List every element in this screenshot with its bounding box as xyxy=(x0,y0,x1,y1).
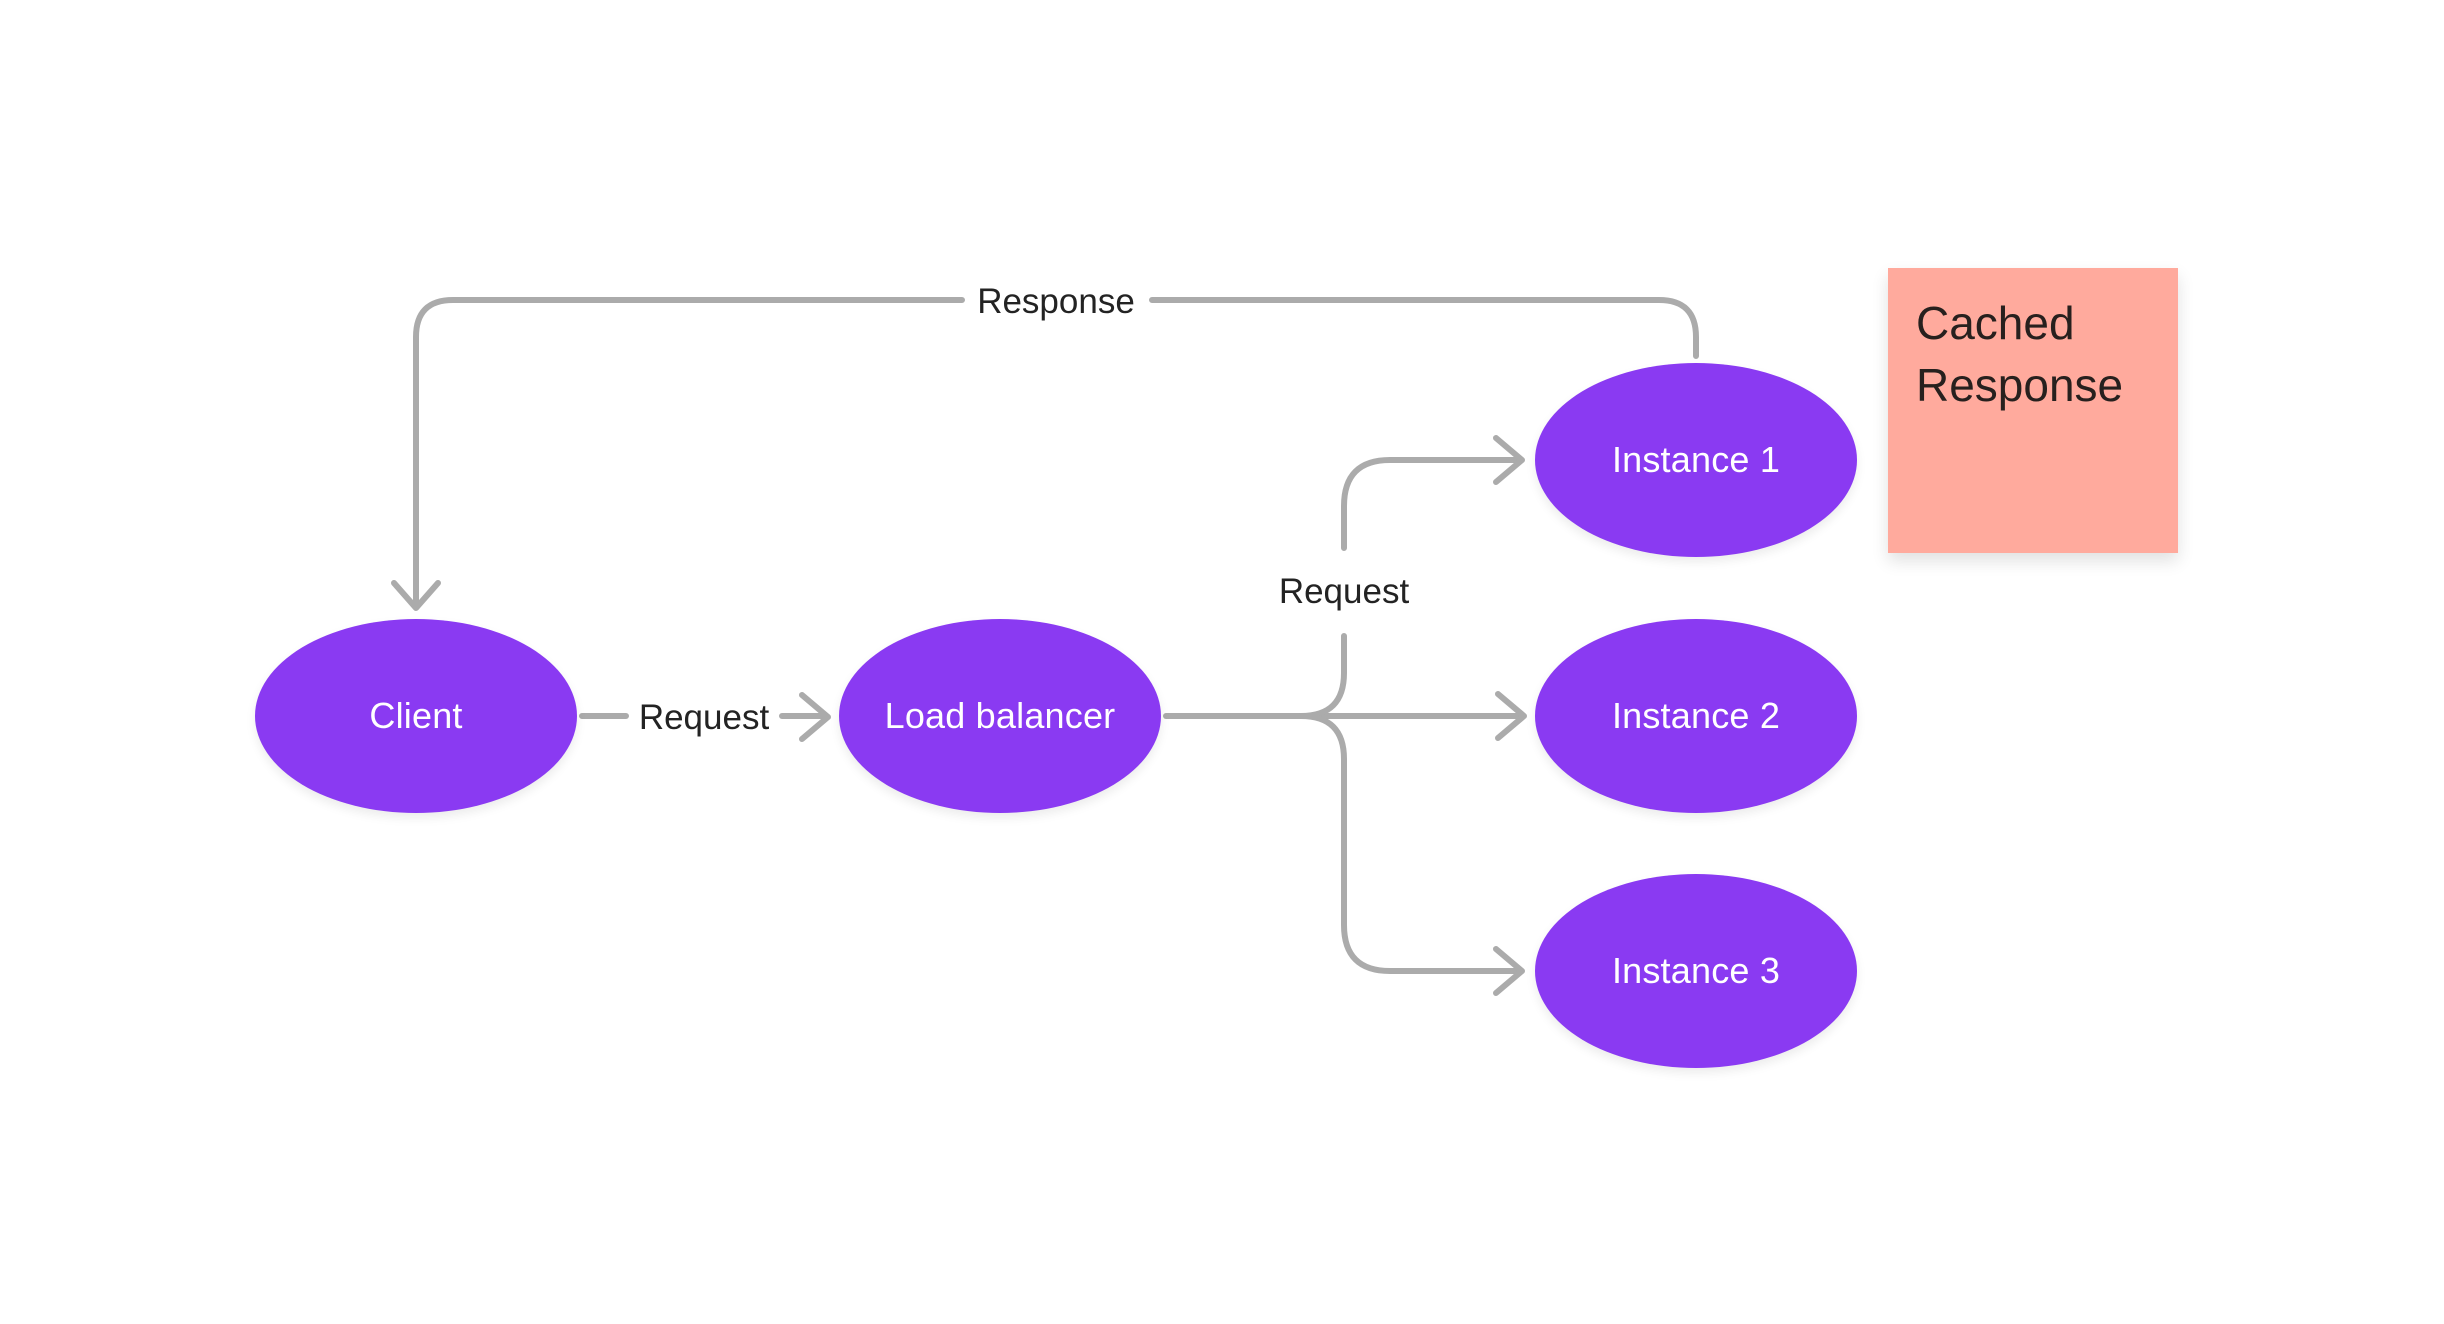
connector-client-to-load-balancer[interactable] xyxy=(579,692,831,742)
connector-line xyxy=(1298,713,1523,974)
sticky-note-text: Cached Response xyxy=(1916,297,2124,411)
connector-label-request-lb-instances[interactable]: Request xyxy=(1278,572,1410,611)
connector-label-request-client-lb[interactable]: Request xyxy=(638,698,770,737)
connector-label-response[interactable]: Response xyxy=(977,282,1135,321)
node-label: Instance 3 xyxy=(1611,950,1781,991)
node-instance-2[interactable]: Instance 2 xyxy=(1535,619,1857,813)
arrowhead-right-icon xyxy=(1495,691,1527,741)
arrowhead-right-icon xyxy=(1493,435,1525,485)
node-client[interactable]: Client xyxy=(255,619,577,813)
node-instance-3[interactable]: Instance 3 xyxy=(1535,874,1857,1068)
arrowhead-right-icon xyxy=(799,692,831,742)
arrowhead-right-icon xyxy=(1493,946,1525,996)
connector-instance-1-to-client-response[interactable] xyxy=(391,297,1699,611)
arrowhead-down-icon xyxy=(391,580,441,611)
node-label: Client xyxy=(369,695,463,736)
node-label: Instance 2 xyxy=(1611,695,1781,736)
node-instance-1[interactable]: Instance 1 xyxy=(1535,363,1857,557)
connector-lb-to-instance-2[interactable] xyxy=(1163,691,1527,741)
connector-line xyxy=(413,297,1699,607)
connector-lb-to-instance-3[interactable] xyxy=(1298,713,1525,996)
node-label: Load balancer xyxy=(884,695,1116,736)
node-label: Instance 1 xyxy=(1611,439,1781,480)
node-load-balancer[interactable]: Load balancer xyxy=(839,619,1161,813)
sticky-note-cached-response[interactable]: Cached Response xyxy=(1888,268,2178,553)
